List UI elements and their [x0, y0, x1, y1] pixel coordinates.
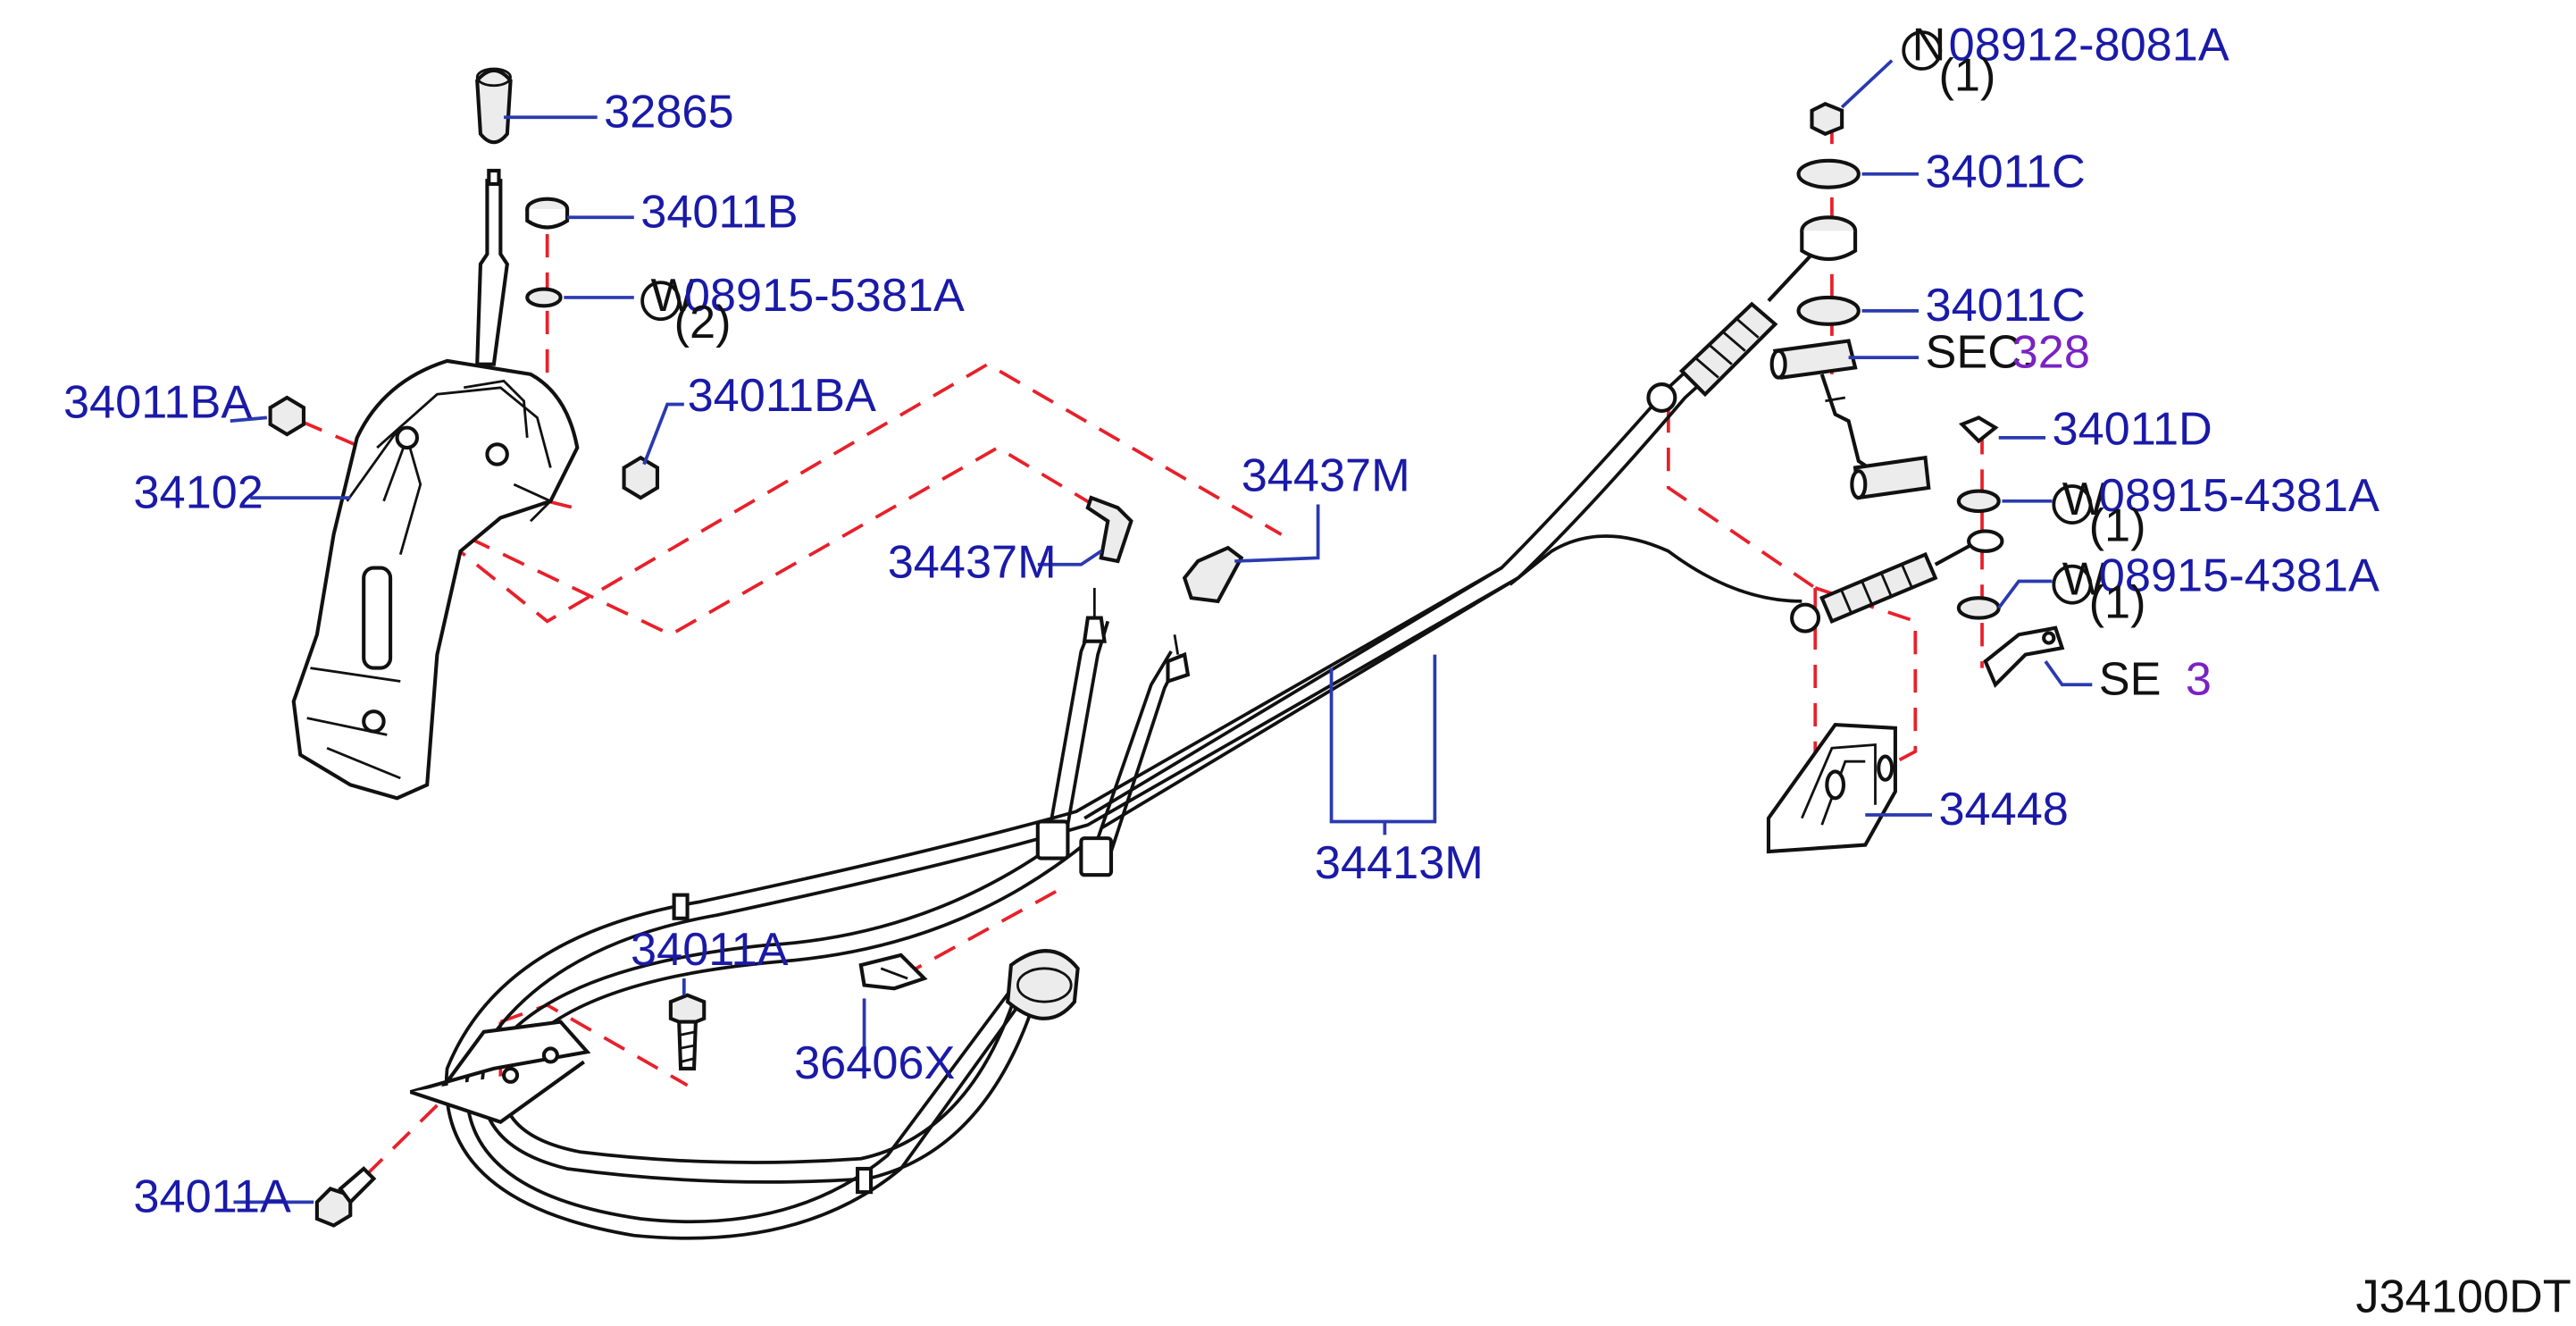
control-cables	[444, 249, 1973, 1240]
nut-right-icon	[622, 455, 659, 500]
qty-08915-4381a-2: (1)	[2089, 577, 2146, 629]
label-34011d: 34011D	[2052, 403, 2212, 455]
nut-n-symbol-icon	[1902, 30, 1943, 71]
qty-08912-8081a: (1)	[1938, 49, 1995, 101]
label-32865: 32865	[604, 86, 733, 138]
leader-lines	[230, 59, 2093, 1204]
washer-w-symbol-icon-3	[2052, 564, 2093, 605]
label-08915-5381a: 08915-5381A	[684, 270, 965, 322]
callouts: 32865 34011B W 08915-5381A (2) 34011BA 3…	[63, 20, 2572, 1323]
label-34011a-mid: 34011A	[631, 924, 789, 976]
bolts	[314, 993, 707, 1228]
label-34413m: 34413M	[1315, 837, 1484, 889]
washer-w-symbol-icon-2	[2052, 484, 2093, 525]
label-sec-partial-ref: 3	[2186, 653, 2212, 705]
qty-08915-4381a-1: (1)	[2089, 500, 2146, 552]
label-sec: SEC.	[1926, 326, 2035, 378]
label-34011ba-right: 34011BA	[688, 370, 876, 422]
qty-08915-5381a: (2)	[674, 297, 732, 348]
washer-w-prefix-3: W	[2062, 553, 2107, 605]
label-sec-partial: SE	[2099, 653, 2162, 705]
nut-left-icon	[268, 395, 306, 437]
label-34011c-1: 34011C	[1926, 147, 2086, 198]
label-34011c-2: 34011C	[1926, 280, 2086, 332]
label-34448: 34448	[1938, 784, 2068, 835]
cable-clips	[1085, 495, 1244, 604]
label-36406x: 36406X	[794, 1037, 955, 1089]
label-34011b: 34011B	[640, 186, 798, 238]
label-34437m-left: 34437M	[888, 537, 1057, 589]
label-sec-328: 328	[2012, 326, 2090, 378]
label-08915-4381a-1: 08915-4381A	[2099, 470, 2379, 522]
label-34437m-right: 34437M	[1242, 450, 1410, 502]
washer-w-prefix-2: W	[2062, 474, 2107, 525]
shifter-assembly	[268, 67, 659, 801]
label-34102: 34102	[133, 466, 263, 518]
label-34011ba-left: 34011BA	[63, 376, 252, 428]
washer-w-symbol-icon	[640, 281, 682, 322]
bracket-34448	[1766, 722, 1897, 854]
diagram-code: J34100DT	[2355, 1271, 2571, 1323]
washer-w-prefix: W	[650, 270, 695, 322]
clip-36406x	[858, 953, 928, 991]
nut-n-prefix: N	[1912, 20, 1946, 71]
right-hardware	[1769, 102, 2065, 688]
label-34011a-bottom: 34011A	[133, 1171, 291, 1223]
label-08912-8081a: 08912-8081A	[1949, 20, 2229, 71]
mounting-plate	[409, 1020, 591, 1124]
label-08915-4381a-2: 08915-4381A	[2099, 550, 2379, 602]
